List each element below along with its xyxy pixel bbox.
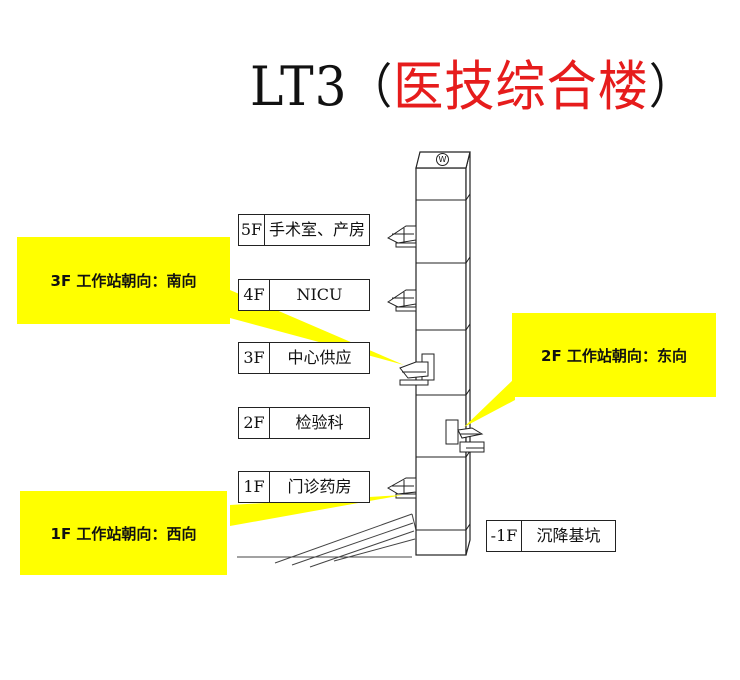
floor-name: 检验科 xyxy=(295,413,344,432)
workstation-3f xyxy=(399,353,435,386)
callout-2f-pointer xyxy=(464,378,515,427)
floor-code: 1F xyxy=(239,472,270,502)
floor-label-1f: 1F 门诊药房 xyxy=(238,471,370,503)
callout-3f-text: 3F 工作站朝向：南向 xyxy=(50,272,197,290)
shaft-marker-text: W xyxy=(438,154,447,164)
floor-name: 中心供应 xyxy=(287,348,352,367)
floor-code: -1F xyxy=(487,521,522,551)
floor-label-2f: 2F 检验科 xyxy=(238,407,370,439)
workstation-1f xyxy=(387,477,417,499)
floor-name: 沉降基坑 xyxy=(536,526,601,545)
floor-name: NICU xyxy=(296,285,343,304)
page-title: LT3 （ 医技综合楼 ） xyxy=(250,52,694,122)
title-paren-open: （ xyxy=(347,59,394,115)
floor-label-4f: 4F NICU xyxy=(238,279,370,311)
callout-2f-orientation: 2F 工作站朝向：东向 xyxy=(512,313,716,397)
workstation-2f xyxy=(445,419,485,453)
callout-1f-orientation: 1F 工作站朝向：西向 xyxy=(20,491,227,575)
floor-label-3f: 3F 中心供应 xyxy=(238,342,370,374)
floor-divisions xyxy=(416,193,471,531)
floor-code: 4F xyxy=(239,280,270,310)
shaft-top-marker: W xyxy=(436,153,449,166)
foundation-lines xyxy=(237,513,417,568)
floor-name: 手术室、产房 xyxy=(268,220,365,239)
workstation-5f xyxy=(387,225,417,248)
title-paren-close: ） xyxy=(648,59,695,115)
callout-1f-text: 1F 工作站朝向：西向 xyxy=(50,524,197,543)
floor-code: 2F xyxy=(239,408,270,438)
workstation-4f xyxy=(387,289,417,312)
floor-code: 3F xyxy=(239,343,270,373)
floor-code: 5F xyxy=(239,215,265,245)
title-prefix: LT3 xyxy=(250,55,348,118)
floor-label-b1: -1F 沉降基坑 xyxy=(486,520,616,552)
callout-2f-text: 2F 工作站朝向：东向 xyxy=(541,346,687,365)
shaft-body xyxy=(415,151,471,556)
floor-label-5f: 5F 手术室、产房 xyxy=(238,214,370,246)
floor-name: 门诊药房 xyxy=(287,477,352,496)
title-main: 医技综合楼 xyxy=(393,55,649,118)
callout-3f-orientation: 3F 工作站朝向：南向 xyxy=(17,237,230,324)
